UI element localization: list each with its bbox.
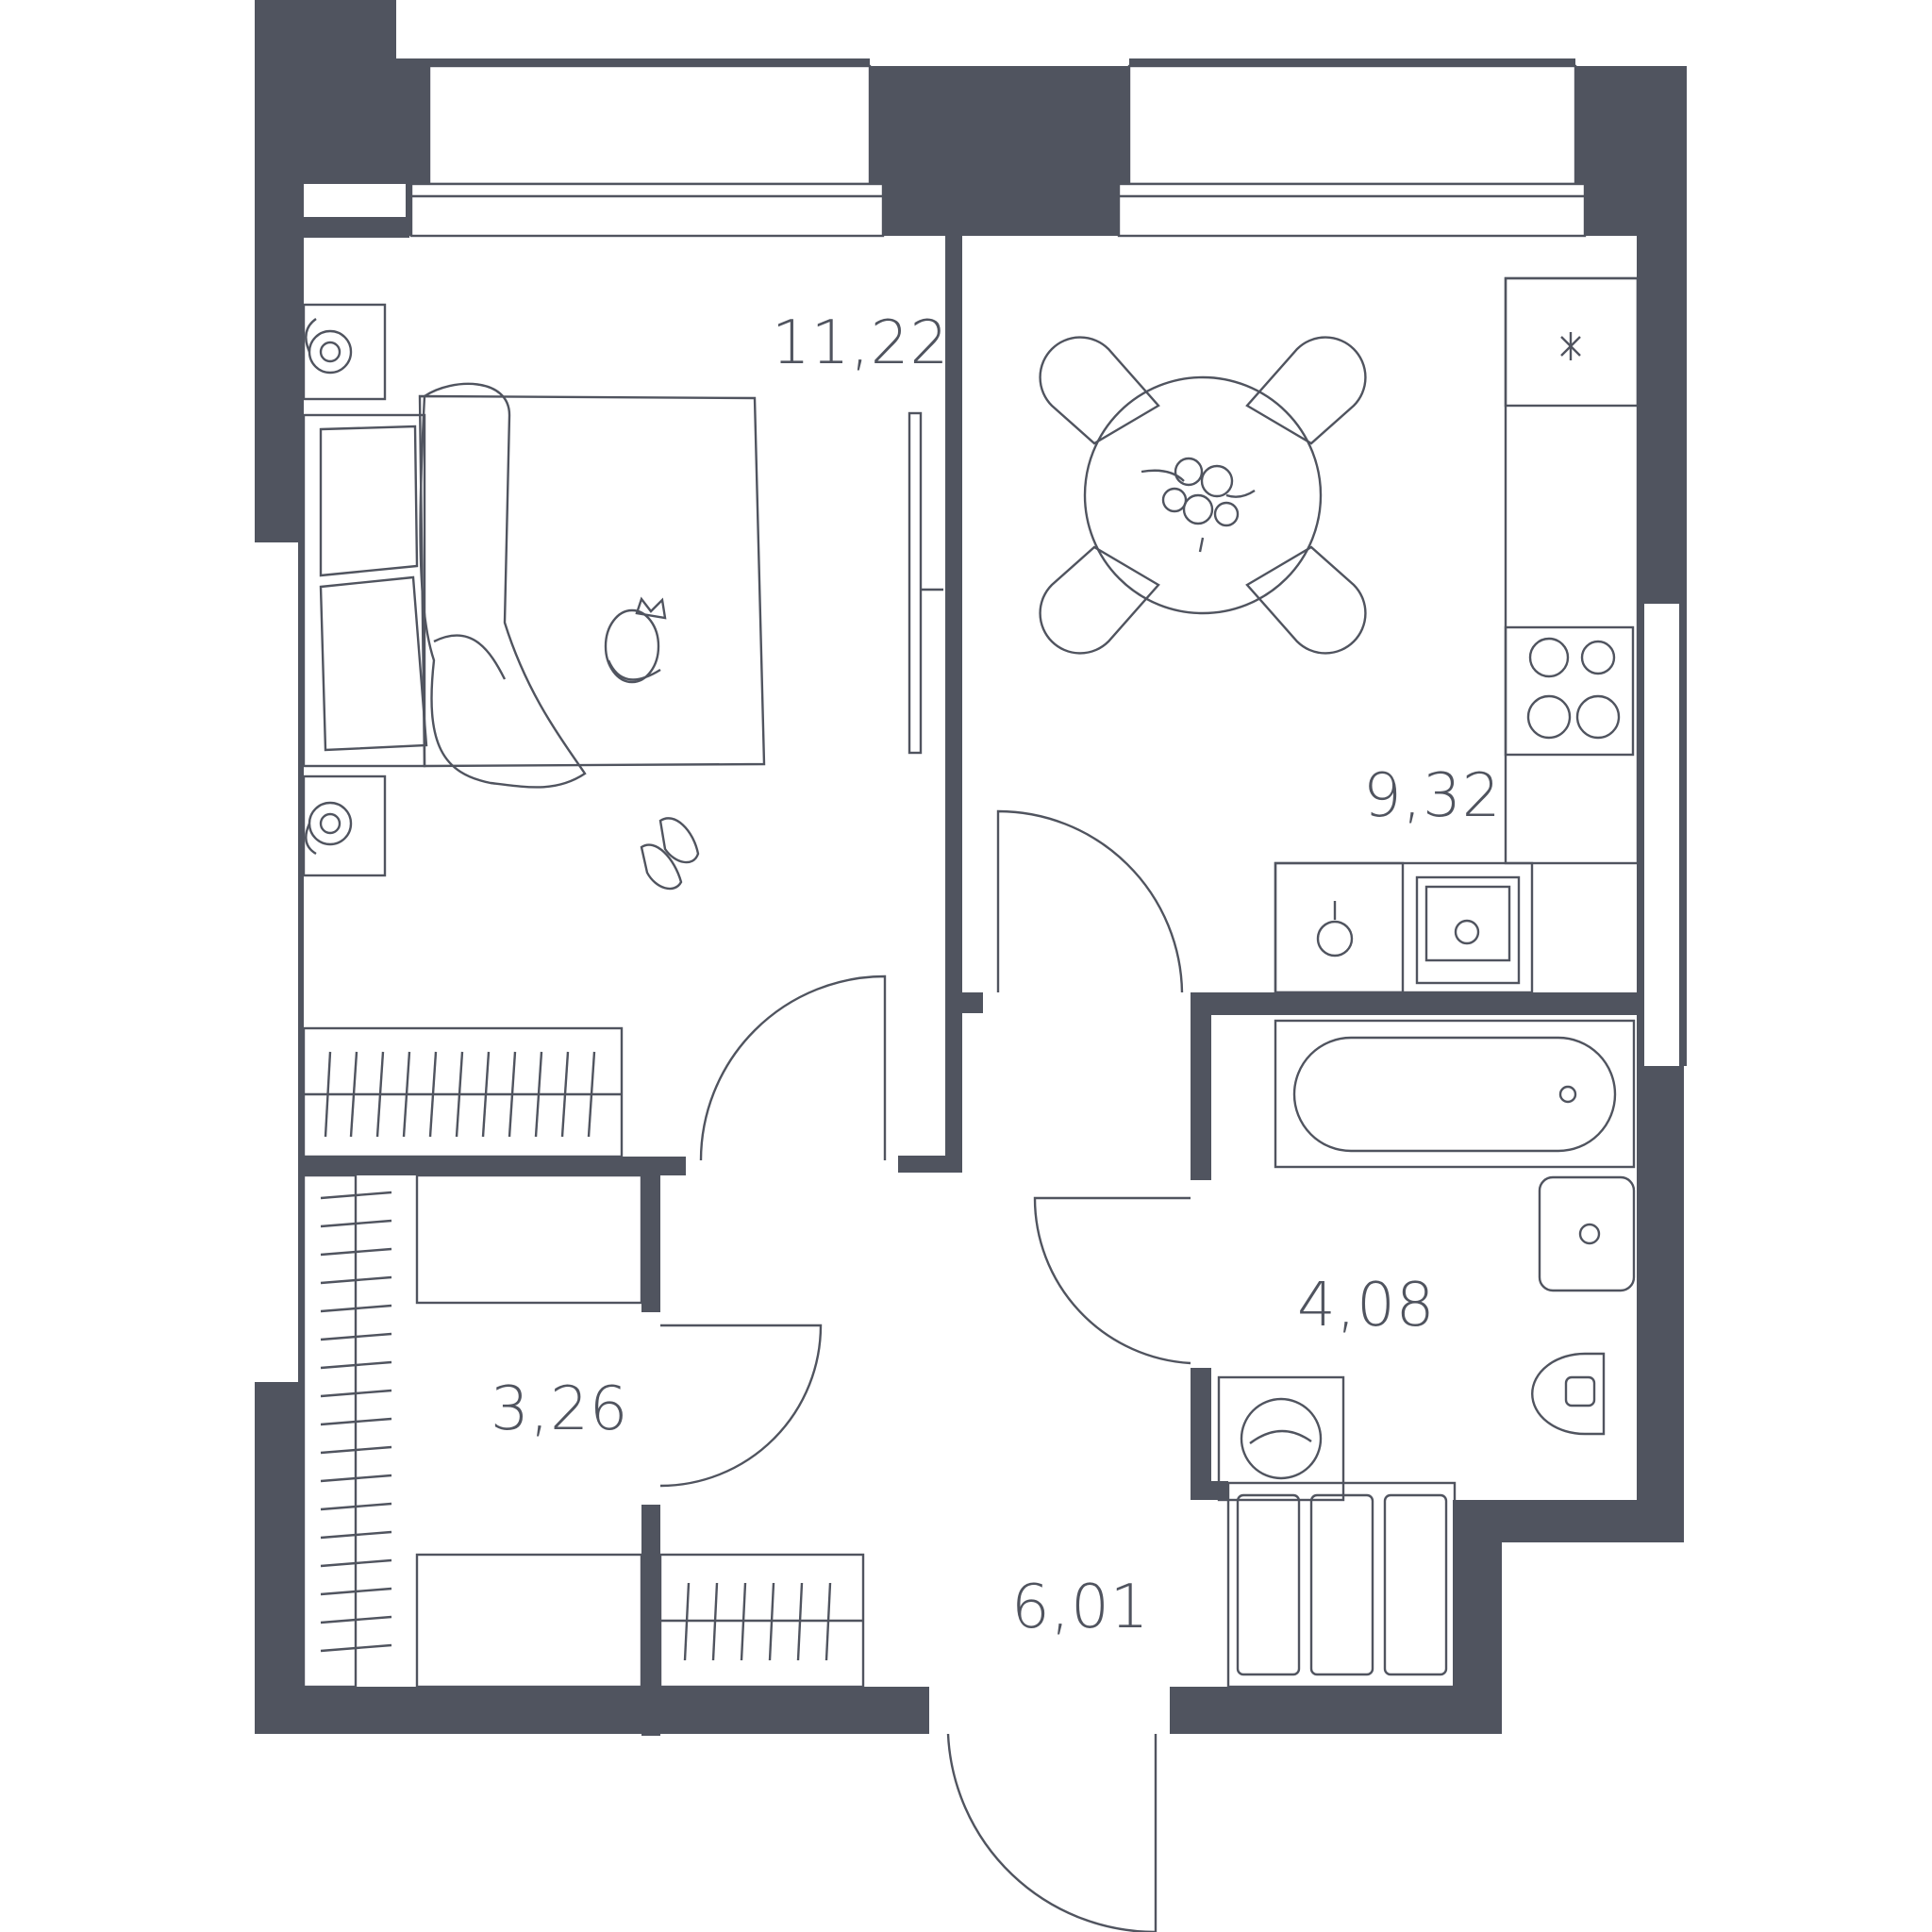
hallway-area-label: 6,01 — [1011, 1573, 1150, 1642]
nightstand-lamp-icon — [305, 318, 353, 856]
wardrobe-icon — [302, 1026, 624, 1158]
storage-cabinet-icon — [415, 1553, 643, 1689]
slippers-icon — [640, 817, 700, 891]
nightstand-bottom — [302, 774, 387, 877]
fridge-icon — [1504, 276, 1640, 408]
double-bed-icon — [302, 382, 766, 789]
oven-icon — [1415, 875, 1521, 985]
bedroom-furniture — [302, 303, 943, 1158]
tv-icon — [908, 411, 943, 755]
toilet-icon — [1531, 1352, 1606, 1436]
wardrobe-area-label: 3,26 — [491, 1374, 629, 1444]
washbasin-icon — [1538, 1175, 1636, 1292]
storage-cabinet-icon — [1226, 1481, 1457, 1689]
dining-table-icon — [1083, 375, 1323, 615]
pillow-icon — [319, 575, 428, 752]
cat-icon — [604, 596, 667, 684]
wardrobe-icon — [658, 1553, 865, 1689]
area-labels: 11,22 9,32 4,08 3,26 6,01 — [491, 308, 1502, 1642]
doors — [659, 809, 1191, 1932]
windows — [409, 64, 1587, 238]
bathroom-area-label: 4,08 — [1297, 1271, 1436, 1341]
walls — [255, 0, 1687, 1736]
bathtub-icon — [1274, 1019, 1636, 1169]
bathroom-furniture — [1217, 1019, 1636, 1689]
chair-icon — [1039, 336, 1367, 655]
storage-cabinet-icon — [415, 1174, 643, 1305]
wardrobe-room-furniture — [302, 1174, 865, 1689]
kitchen-furniture — [1039, 276, 1640, 994]
nightstand-top — [302, 303, 387, 401]
flower-bouquet-icon — [1141, 457, 1256, 553]
sink-icon — [1274, 861, 1405, 994]
washing-machine-icon — [1217, 1375, 1345, 1502]
cooktop-icon — [1504, 625, 1635, 757]
kitchen-area-label: 9,32 — [1363, 761, 1502, 831]
pillow-icon — [319, 425, 419, 577]
bedroom-area-label: 11,22 — [772, 308, 949, 378]
